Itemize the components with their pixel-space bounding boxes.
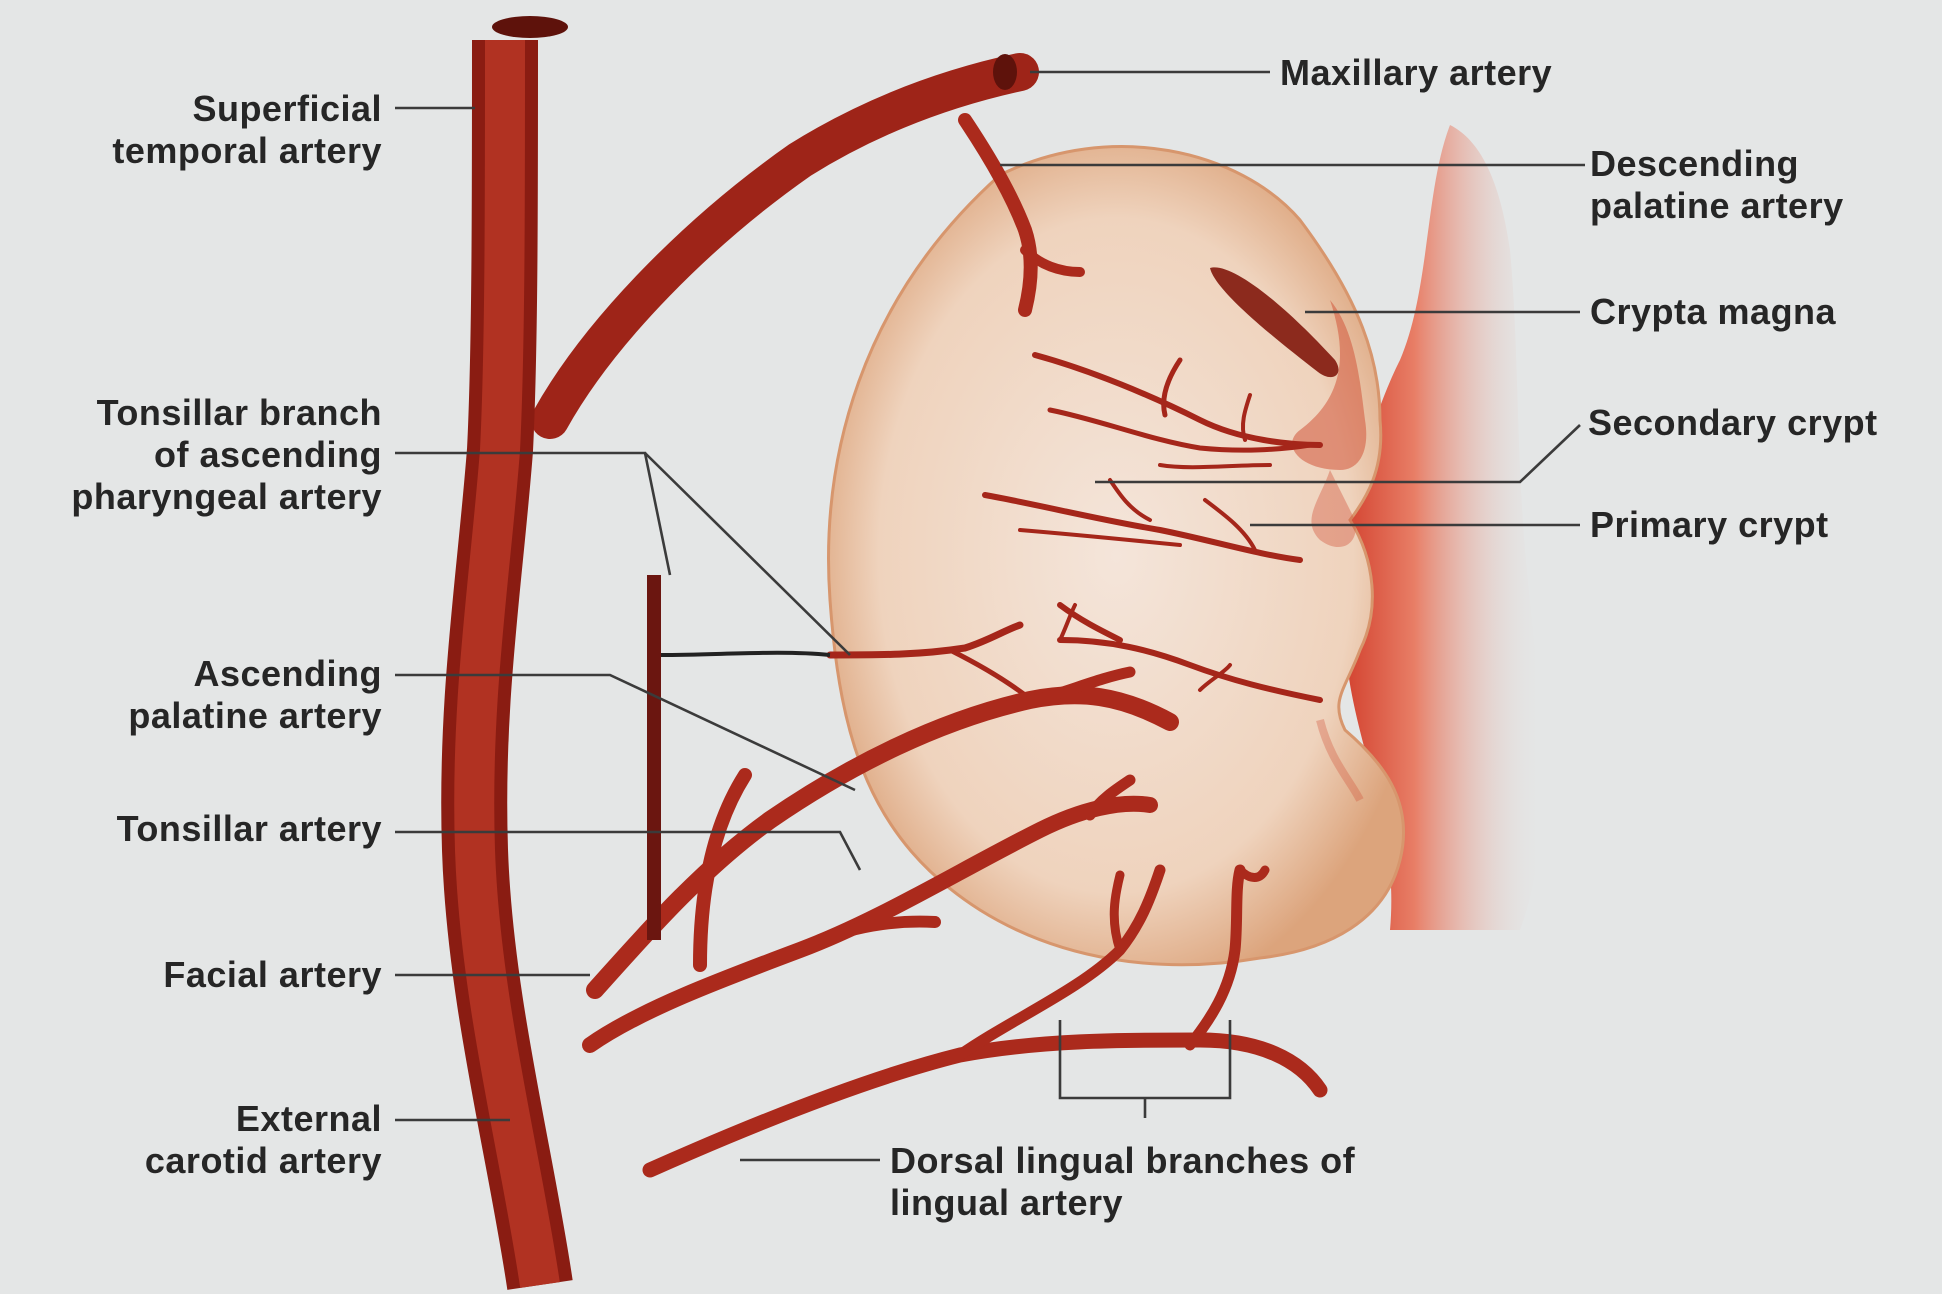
label-primary-crypt: Primary crypt (1590, 504, 1829, 546)
label-crypta-magna: Crypta magna (1590, 291, 1836, 333)
label-secondary-crypt: Secondary crypt (1588, 402, 1878, 444)
label-tonsillar-artery: Tonsillar artery (117, 808, 382, 850)
label-dorsal-lingual-branches: Dorsal lingual branches of lingual arter… (890, 1140, 1355, 1224)
tonsil-body (829, 147, 1404, 965)
tonsillar-branch-vessel (647, 575, 661, 940)
label-maxillary-artery: Maxillary artery (1280, 52, 1552, 94)
label-descending-palatine-artery: Descending palatine artery (1590, 143, 1844, 227)
label-ascending-palatine-artery: Ascending palatine artery (128, 653, 382, 737)
label-facial-artery: Facial artery (163, 954, 382, 996)
label-tonsillar-branch-ascending-pharyngeal: Tonsillar branch of ascending pharyngeal… (71, 392, 382, 518)
trunk-top (492, 16, 568, 38)
label-superficial-temporal-artery: Superficial temporal artery (112, 88, 382, 172)
label-external-carotid-artery: External carotid artery (145, 1098, 382, 1182)
